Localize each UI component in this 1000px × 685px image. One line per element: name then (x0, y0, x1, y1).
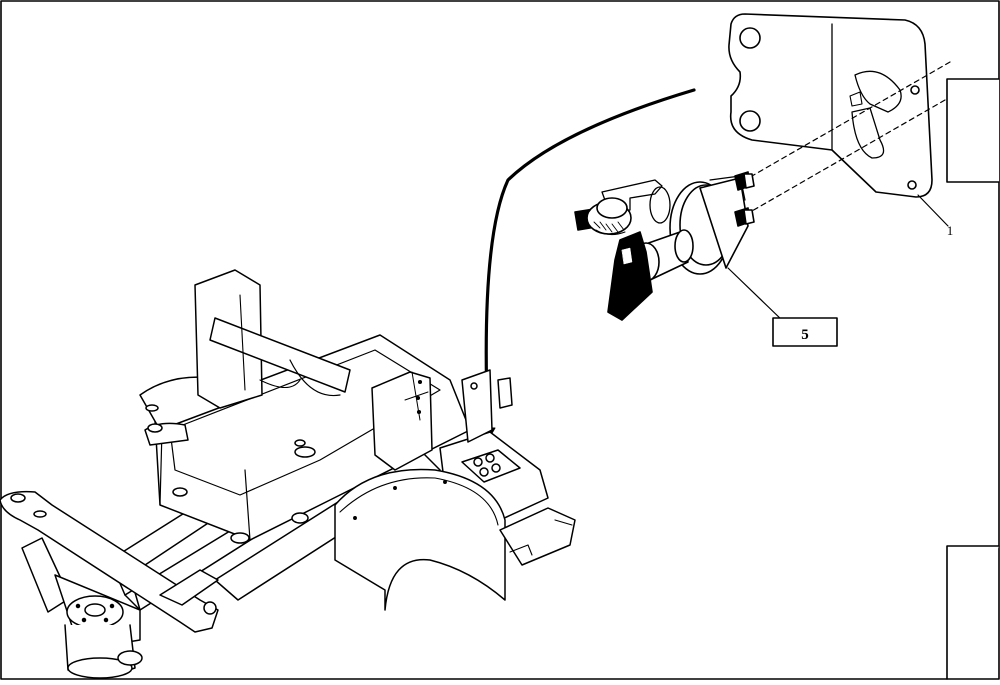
side-tab-bottom (946, 545, 1000, 680)
leader-line-part-1 (917, 194, 949, 227)
callout-label-part-1: 1 (947, 223, 954, 238)
side-tab-top (946, 78, 1000, 183)
mounting-bracket (728, 13, 933, 198)
alignment-line-lower (744, 99, 946, 216)
callout-label-part-5: 5 (801, 327, 809, 343)
battery-switch (574, 171, 755, 321)
leader-line-part-5 (727, 267, 785, 323)
installation-arrow (484, 88, 696, 432)
alignment-line-upper (744, 61, 951, 181)
chassis-frame (0, 269, 576, 679)
callout-box-part-5: 5 (772, 317, 838, 347)
